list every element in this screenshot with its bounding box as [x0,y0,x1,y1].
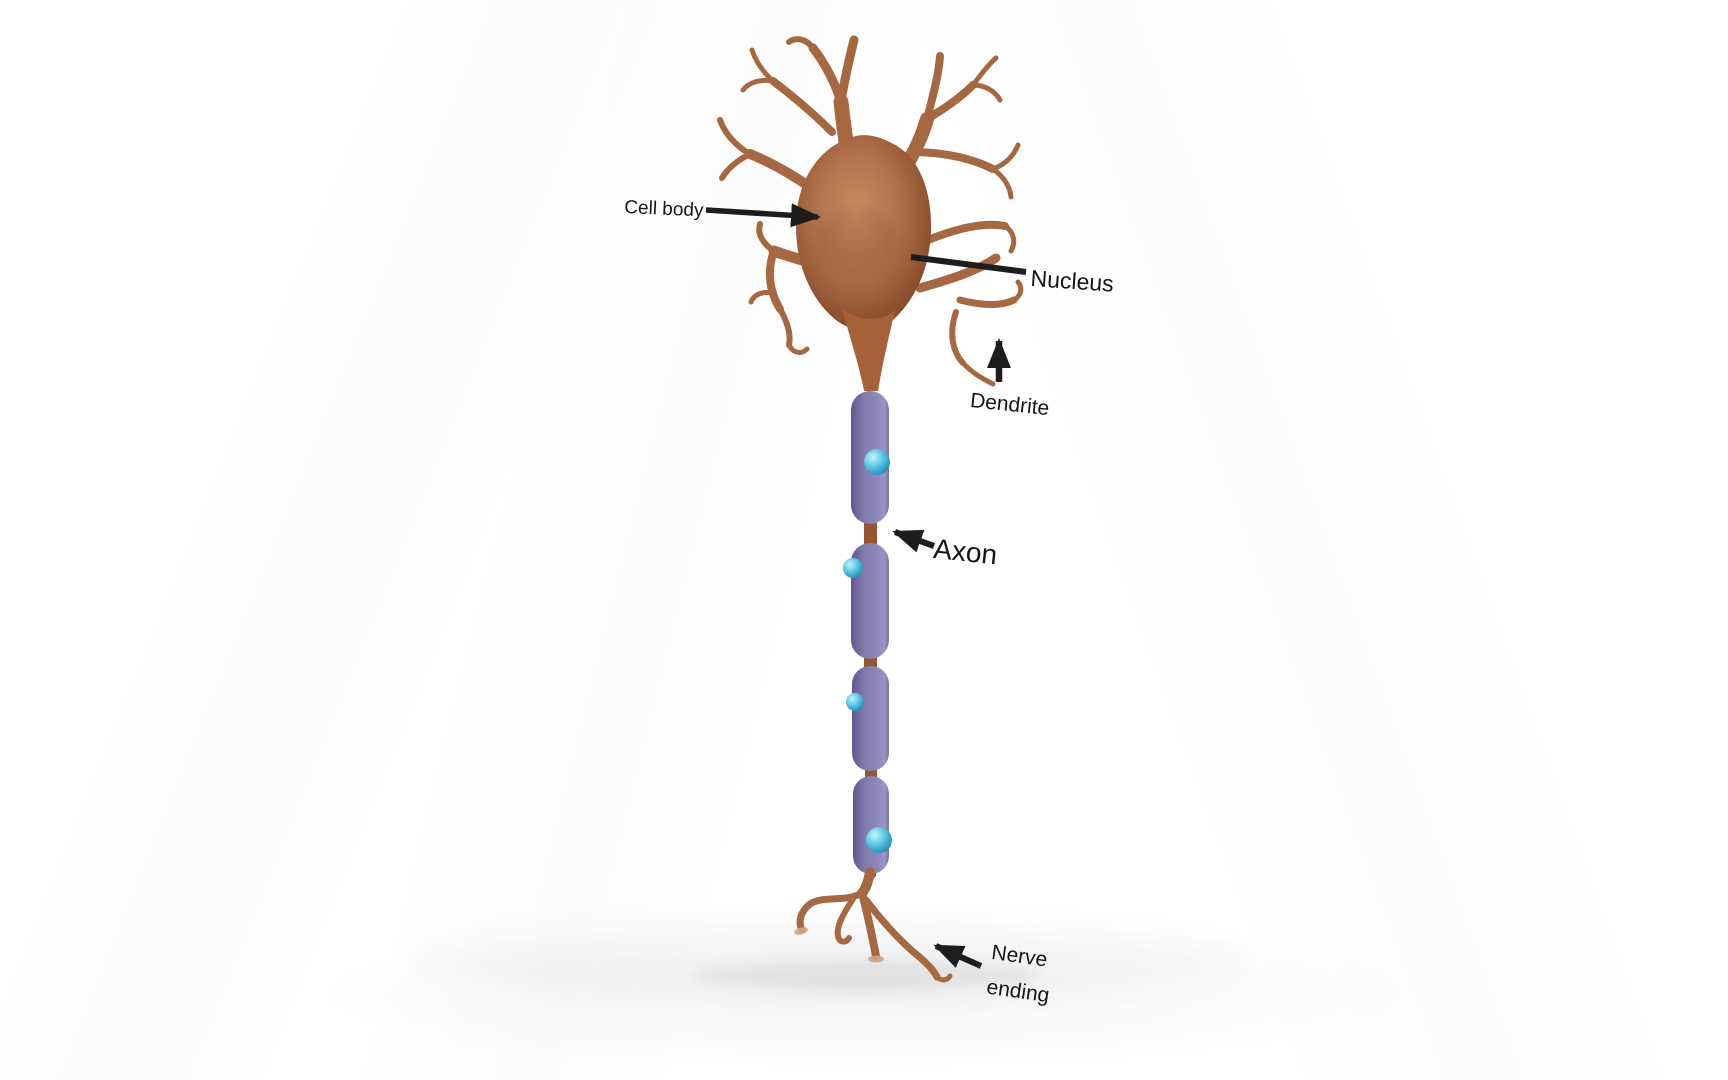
annotation-arrows [705,203,1027,969]
label-nucleus: Nucleus [1029,264,1115,297]
cell-body-arrow [705,203,821,228]
myelin-segment [852,666,889,771]
axon-hillock [842,308,895,391]
nerve-ending-arrow [933,943,983,969]
schwann-cell-vesicle [866,827,892,853]
label-axon: Axon [932,532,999,571]
schwann-cell-vesicle [864,449,890,475]
schwann-cell-vesicle [846,693,864,711]
schwann-cell-vesicle [843,558,863,578]
nucleus-pointer-line [910,254,1027,275]
label-nerve-ending: Nerve ending [985,940,1051,1007]
axon-arrow [892,529,936,553]
label-cell-body: Cell body [623,196,704,222]
ground-shadow [690,960,1040,990]
myelin-segment [853,776,889,874]
axon-myelin-sheath [843,391,892,878]
node-of-ranvier [864,521,877,547]
nerve-endings [794,867,953,983]
nucleus-shading [815,207,899,279]
cell-body [796,135,932,391]
